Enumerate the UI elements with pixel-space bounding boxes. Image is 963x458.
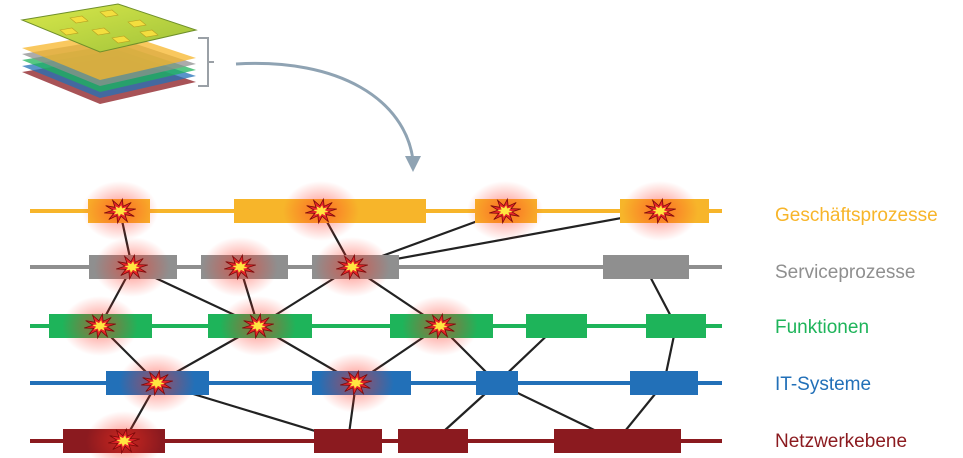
layer-box-service (603, 255, 689, 279)
stack-chip (111, 35, 131, 44)
explosion-burst-icon (94, 237, 170, 297)
layer-box-funktionen (646, 314, 706, 338)
explosion-burst-icon (220, 296, 296, 356)
impact-markers (62, 181, 698, 458)
explosion-burst-icon (314, 237, 390, 297)
layered-stack-icon (20, 3, 198, 104)
explosion-burst-icon (86, 411, 162, 458)
explosion-burst-icon (467, 181, 543, 241)
layer-box-it (476, 371, 518, 395)
explosion-burst-icon (82, 181, 158, 241)
explosion-burst-icon (402, 296, 478, 356)
layer-box-funktionen (526, 314, 587, 338)
stack-chip (69, 15, 89, 24)
layer-label-geschaeftsprozesse: Geschäftsprozesse (775, 205, 938, 226)
layer-box-netzwerk (314, 429, 382, 453)
explosion-burst-icon (202, 237, 278, 297)
stack-chip (99, 9, 119, 18)
curved-arrow-icon (235, 61, 421, 172)
layer-label-it-systeme: IT-Systeme (775, 374, 872, 395)
stack-chip (127, 19, 147, 28)
stack-layer (22, 32, 196, 80)
explosion-burst-icon (119, 353, 195, 413)
layer-box-netzwerk (398, 429, 468, 453)
stack-chip (139, 29, 159, 38)
layer-label-serviceprozesse: Serviceprozesse (775, 262, 916, 283)
stack-chip (59, 27, 79, 36)
stack-chip (91, 27, 111, 36)
explosion-burst-icon (318, 353, 394, 413)
layer-box-netzwerk (554, 429, 681, 453)
explosion-burst-icon (62, 296, 138, 356)
stack-top-layer (20, 3, 198, 53)
explosion-burst-icon (622, 181, 698, 241)
layer-box-it (630, 371, 698, 395)
layer-label-netzwerkebene: Netzwerkebene (775, 431, 908, 452)
layer-label-funktionen: Funktionen (775, 317, 870, 338)
bracket-icon (198, 37, 214, 87)
explosion-burst-icon (283, 181, 359, 241)
